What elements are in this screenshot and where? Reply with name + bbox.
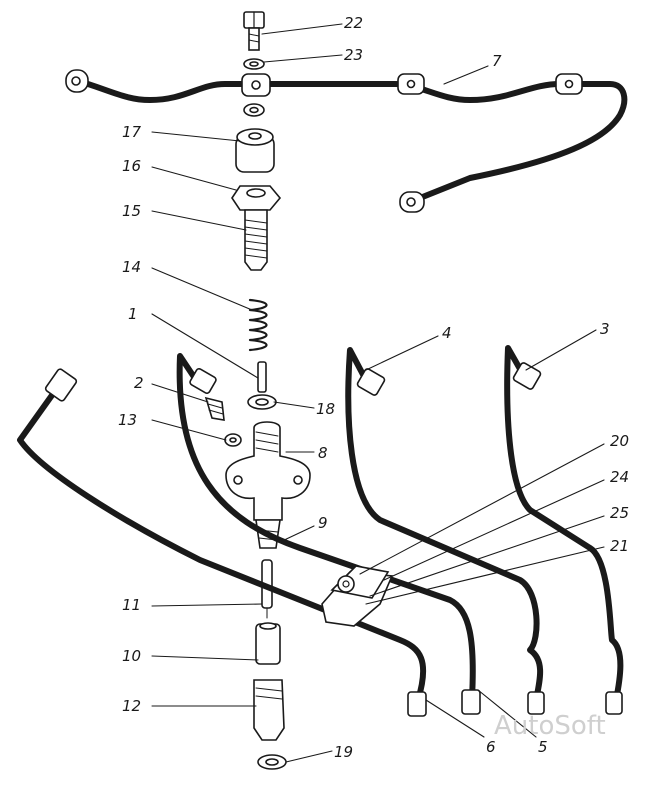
- washer-lower: [243, 103, 265, 117]
- callout-label-20: 20: [610, 432, 629, 450]
- callout-label-19: 19: [334, 743, 353, 761]
- return-line-7: [72, 77, 628, 203]
- banjo-fitting-right: [555, 73, 583, 95]
- callout-label-22: 22: [344, 14, 363, 32]
- nut-16: [231, 185, 282, 211]
- washer-18: [247, 394, 277, 410]
- washer-19: [257, 754, 287, 770]
- pin-1: [257, 361, 267, 393]
- callout-label-2: 2: [134, 374, 144, 392]
- banjo-fitting-end: [399, 191, 425, 213]
- clamp-assembly: [321, 565, 394, 627]
- callout-label-8: 8: [318, 444, 328, 462]
- leader-lines: [151, 23, 605, 763]
- washer-23: [243, 58, 265, 70]
- pipe-5: [176, 353, 481, 715]
- callout-label-1: 1: [128, 305, 138, 323]
- fitting-2: [204, 396, 225, 421]
- pipe-4: [345, 347, 545, 715]
- nut-12: [253, 679, 285, 741]
- callout-label-24: 24: [610, 468, 629, 486]
- callout-label-15: 15: [122, 202, 141, 220]
- callout-label-6: 6: [486, 738, 496, 756]
- watermark-text: AutoSoft: [494, 711, 606, 741]
- callout-label-7: 7: [492, 52, 502, 70]
- pipe-3: [504, 345, 624, 715]
- bolt-22: [243, 11, 265, 51]
- callout-label-5: 5: [538, 738, 548, 756]
- callout-label-25: 25: [610, 504, 629, 522]
- callout-label-4: 4: [442, 324, 452, 342]
- callout-label-14: 14: [122, 258, 141, 276]
- callout-label-13: 13: [118, 411, 137, 429]
- callout-label-10: 10: [122, 647, 141, 665]
- callout-label-12: 12: [122, 697, 141, 715]
- spring-14: [248, 298, 268, 352]
- callout-label-9: 9: [318, 514, 328, 532]
- callout-label-18: 18: [316, 400, 335, 418]
- pipe-6: [17, 368, 427, 717]
- callout-label-17: 17: [122, 123, 142, 141]
- callout-label-16: 16: [122, 157, 141, 175]
- pump-body-8: [225, 421, 311, 521]
- banjo-fitting-left: [65, 69, 89, 93]
- threaded-body-15: [244, 209, 268, 271]
- callout-label-21: 21: [610, 537, 629, 555]
- sleeve-10: [255, 622, 281, 665]
- washer-13: [224, 433, 242, 447]
- banjo-fitting-mid: [397, 73, 425, 95]
- callout-label-3: 3: [600, 320, 610, 338]
- cap-nut-17: [235, 128, 275, 173]
- banjo-fitting-center: [241, 73, 271, 97]
- callout-label-23: 23: [344, 46, 363, 64]
- callout-label-11: 11: [122, 596, 141, 614]
